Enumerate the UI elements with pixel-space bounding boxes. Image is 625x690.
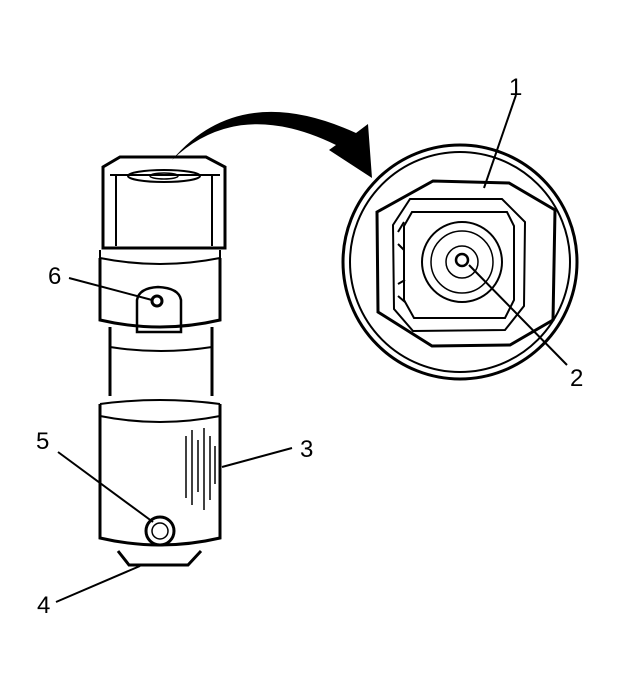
lifter-waist bbox=[108, 327, 214, 396]
end-view bbox=[341, 143, 579, 381]
leader-line-5 bbox=[57, 451, 154, 523]
lifter-foot bbox=[116, 549, 203, 567]
lifter-upper-collar bbox=[98, 250, 222, 334]
callout-3: 3 bbox=[300, 436, 313, 463]
callout-6: 6 bbox=[48, 263, 61, 290]
callouts: 1 2 3 4 5 6 bbox=[36, 74, 583, 619]
leader-line-2 bbox=[468, 264, 568, 366]
leader-line-3 bbox=[221, 447, 293, 468]
view-arrow bbox=[172, 111, 372, 178]
leader-line-1 bbox=[483, 94, 517, 189]
callout-1: 1 bbox=[509, 74, 522, 101]
lifter-top-housing bbox=[101, 155, 227, 250]
leader-line-6 bbox=[68, 277, 153, 301]
callout-4: 4 bbox=[37, 592, 50, 619]
callout-2: 2 bbox=[570, 365, 583, 392]
leader-line-4 bbox=[55, 565, 141, 603]
lifter-lower-body bbox=[98, 399, 222, 547]
callout-5: 5 bbox=[36, 428, 49, 455]
lifter-body bbox=[98, 155, 227, 567]
leader-lines bbox=[55, 94, 568, 603]
